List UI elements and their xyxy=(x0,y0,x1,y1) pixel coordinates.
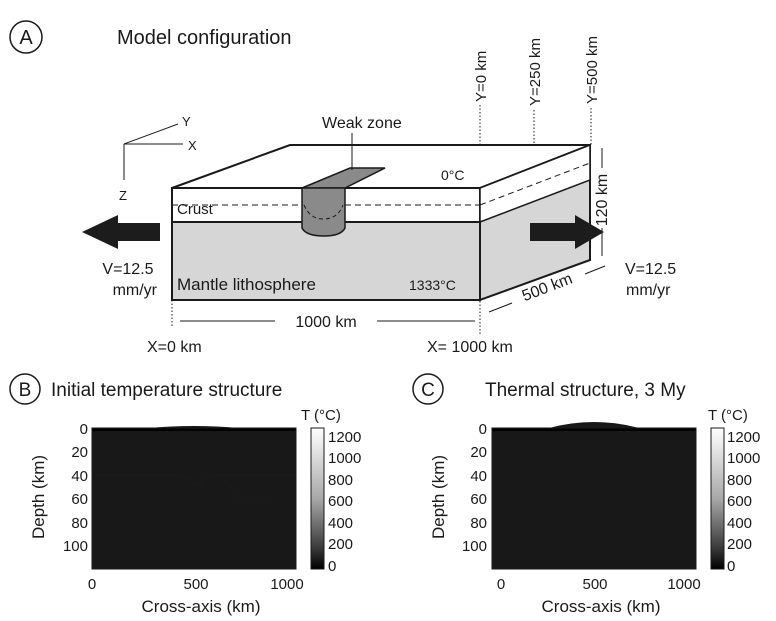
dashed-moho-lines xyxy=(172,162,591,206)
right-face-crust xyxy=(479,143,591,224)
panel-b-x-axis-label: Cross-axis (km) xyxy=(142,597,261,616)
panel-c: C Thermal structure, 3 My 0 20 40 60 80 … xyxy=(412,373,760,616)
colorbar-tick: 800 xyxy=(328,472,353,489)
panel-b-heatmap xyxy=(91,426,297,570)
panel-c-colorbar-ticks: 1200 1000 800 600 400 200 0 xyxy=(727,429,760,575)
colorbar-tick: 0 xyxy=(727,558,735,575)
velocity-right-line-2: mm/yr xyxy=(626,282,671,299)
velocity-right-line-1: V=12.5 xyxy=(625,261,676,278)
axis-x-label: X xyxy=(188,138,197,153)
y-tick: 40 xyxy=(71,468,88,485)
colorbar-tick: 600 xyxy=(328,493,353,510)
y-tick: 80 xyxy=(470,515,487,532)
crust-label: Crust xyxy=(177,201,214,218)
colorbar-tick: 400 xyxy=(328,515,353,532)
temperature-band xyxy=(92,426,296,569)
panel-b-colorbar-title: T (°C) xyxy=(301,407,341,424)
panel-c-y-ticks: 0 20 40 60 80 100 xyxy=(462,421,487,555)
y-tick: 100 xyxy=(462,538,487,555)
panel-c-colorbar-title: T (°C) xyxy=(708,407,748,424)
panel-c-x-ticks: 0 500 1000 xyxy=(497,576,701,593)
velocity-left: V=12.5 mm/yr xyxy=(102,261,158,299)
panel-c-letter: C xyxy=(421,380,435,401)
depth-label: 120 km xyxy=(594,174,611,226)
panel-b-x-ticks: 0 500 1000 xyxy=(88,576,304,593)
axis-z-label: Z xyxy=(119,188,127,203)
x-mark-start: X=0 km xyxy=(147,339,202,356)
velocity-right: V=12.5 mm/yr xyxy=(625,261,681,299)
colorbar-tick: 0 xyxy=(328,558,336,575)
y-tick: 20 xyxy=(470,444,487,461)
colorbar-tick: 200 xyxy=(727,536,752,553)
y-mark-500: Y=500 km xyxy=(584,36,601,104)
panel-a-title: Model configuration xyxy=(117,27,292,49)
panel-b-y-ticks: 0 20 40 60 80 100 xyxy=(63,421,88,555)
colorbar-tick: 600 xyxy=(727,493,752,510)
panel-a-letter: A xyxy=(19,27,33,49)
panel-b-title: Initial temperature structure xyxy=(51,380,282,401)
temperature-band xyxy=(492,422,696,569)
colorbar-tick: 1200 xyxy=(328,429,361,446)
width-dimension-upper xyxy=(584,265,606,275)
x-tick: 1000 xyxy=(270,576,303,593)
y-tick: 40 xyxy=(470,468,487,485)
panel-b-y-axis-label: Depth (km) xyxy=(29,455,48,539)
velocity-left-line-1: V=12.5 xyxy=(102,261,153,278)
y-tick: 0 xyxy=(80,421,88,438)
panel-c-y-axis-label: Depth (km) xyxy=(429,455,448,539)
panel-c-title: Thermal structure, 3 My xyxy=(485,380,686,401)
top-temperature: 0°C xyxy=(441,167,465,183)
y-mark-0: Y=0 km xyxy=(473,51,490,102)
x-tick: 500 xyxy=(582,576,607,593)
weak-zone-moho xyxy=(303,204,344,220)
y-tick: 60 xyxy=(470,491,487,508)
x-tick: 500 xyxy=(183,576,208,593)
weak-zone-body xyxy=(301,187,346,237)
panel-b-colorbar-ticks: 1200 1000 800 600 400 200 0 xyxy=(328,429,361,575)
x-mark-end: X= 1000 km xyxy=(427,339,513,356)
axis-triad xyxy=(123,123,183,180)
colorbar-tick: 1200 xyxy=(727,429,760,446)
velocity-left-line-2: mm/yr xyxy=(113,282,158,299)
arrow-left xyxy=(82,215,160,249)
weak-zone-label: Weak zone xyxy=(322,115,402,132)
colorbar-tick: 400 xyxy=(727,515,752,532)
panel-a: A Model configuration Y X Z xyxy=(9,20,681,356)
colorbar-tick: 1000 xyxy=(328,450,361,467)
colorbar-tick: 800 xyxy=(727,472,752,489)
moho-line xyxy=(92,474,296,486)
y-tick: 20 xyxy=(71,444,88,461)
y-tick: 80 xyxy=(71,515,88,532)
y-tick: 100 xyxy=(63,538,88,555)
colorbar-tick: 200 xyxy=(328,536,353,553)
x-tick: 0 xyxy=(88,576,96,593)
y-tick: 60 xyxy=(71,491,88,508)
panel-c-x-axis-label: Cross-axis (km) xyxy=(542,597,661,616)
surface-band xyxy=(92,428,296,431)
y-mark-250: Y=250 km xyxy=(527,38,544,106)
moho-label: Moho xyxy=(236,491,271,507)
panel-c-letter-circle xyxy=(412,373,444,405)
width-dimension-lower xyxy=(488,302,513,313)
x-tick: 0 xyxy=(497,576,505,593)
panel-c-heatmap xyxy=(491,422,697,570)
bottom-temperature: 1333°C xyxy=(409,277,456,293)
surface-band xyxy=(492,428,696,431)
colorbar-tick: 1000 xyxy=(727,450,760,467)
mantle-label: Mantle lithosphere xyxy=(177,275,316,294)
panel-b-colorbar xyxy=(310,427,325,570)
panel-b: B Initial temperature structure Moho 0 2… xyxy=(9,373,361,616)
moho-leader xyxy=(221,476,237,493)
axis-y-label: Y xyxy=(182,114,191,129)
arrow-right xyxy=(530,215,604,249)
x-tick: 1000 xyxy=(667,576,700,593)
panel-b-letter: B xyxy=(19,380,32,401)
panel-b-letter-circle xyxy=(9,373,41,405)
y-tick: 0 xyxy=(479,421,487,438)
panel-a-letter-circle xyxy=(9,20,43,54)
length-label: 1000 km xyxy=(295,314,356,331)
panel-c-colorbar xyxy=(710,427,725,570)
